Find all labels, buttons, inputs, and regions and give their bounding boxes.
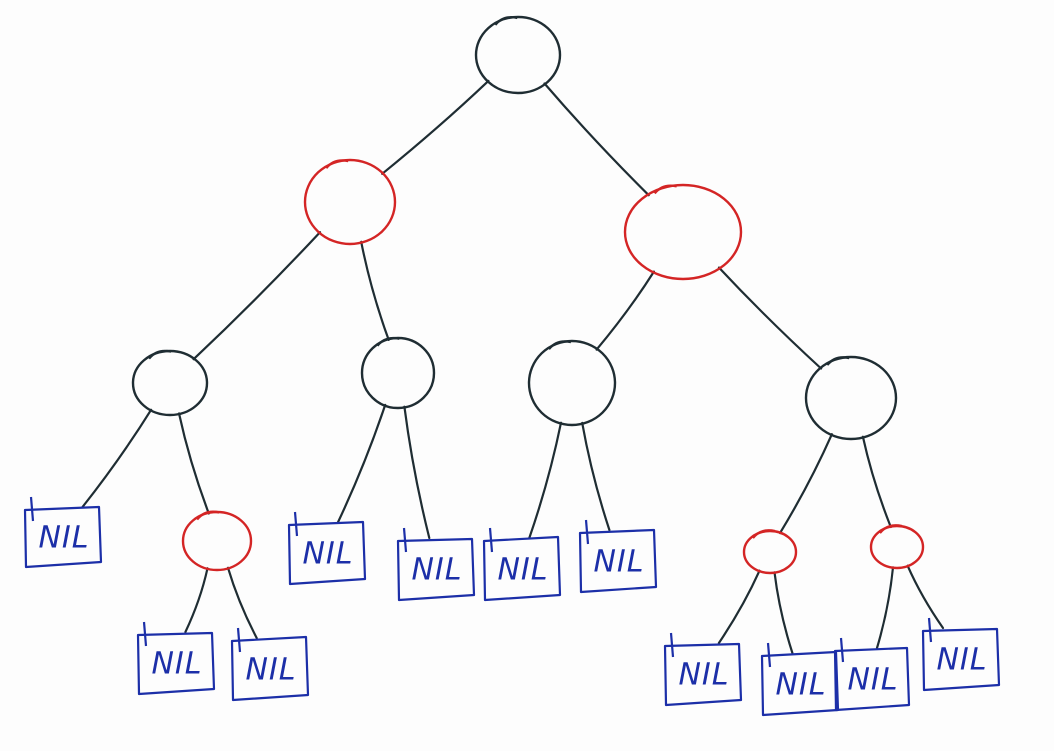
red-node-n9	[742, 529, 798, 575]
nil-label-l4: NIL	[302, 537, 353, 572]
nil-box-l4	[287, 520, 367, 586]
nil-box-stroke-l2	[142, 621, 148, 647]
edge-n6-l6	[528, 421, 563, 540]
node-stroke-overlap-n1	[494, 16, 518, 26]
nil-box-stroke-l3	[236, 627, 242, 653]
nil-box-l5	[396, 537, 476, 602]
node-stroke-overlap-n6	[548, 340, 572, 350]
nodes-layer: NIL NIL NIL NIL NIL NIL NIL NIL NIL NIL NIL	[23, 15, 1001, 717]
nil-leaf-l2: NIL	[136, 621, 216, 696]
edge-n3-n7	[717, 266, 823, 370]
nil-label-l8: NIL	[678, 658, 729, 693]
nil-box-l3	[230, 635, 310, 702]
nil-leaf-l9: NIL	[760, 642, 840, 717]
edge-n10-l10	[875, 566, 895, 650]
edge-n8-l2	[184, 567, 209, 634]
node-stroke-overlap-n3	[653, 184, 677, 195]
nil-label-l7: NIL	[593, 545, 644, 580]
nil-box-l11	[921, 627, 1001, 692]
nil-leaf-l1: NIL	[23, 496, 103, 569]
black-node-n1	[474, 15, 562, 95]
nil-box-l1	[23, 505, 103, 569]
black-node-n4	[131, 349, 209, 417]
node-stroke-overlap-n7	[826, 356, 850, 366]
node-stroke-overlap-n8	[196, 510, 220, 521]
edge-n5-l4	[337, 403, 387, 524]
black-node-n7	[804, 355, 898, 441]
edge-n2-n5	[360, 240, 390, 341]
nil-box-stroke-l8	[669, 632, 675, 658]
nil-box-stroke-l6	[488, 527, 494, 553]
nil-label-l10: NIL	[847, 663, 898, 698]
edge-n3-n6	[595, 270, 655, 351]
edge-n2-n4	[192, 231, 322, 361]
edge-n1-n3	[543, 82, 650, 197]
nil-leaf-l6: NIL	[482, 527, 562, 602]
nil-box-l6	[482, 535, 562, 602]
nil-label-l2: NIL	[151, 647, 202, 682]
nil-label-l5: NIL	[411, 553, 462, 588]
nil-leaf-l3: NIL	[230, 627, 310, 702]
nil-leaf-l5: NIL	[396, 527, 476, 602]
nil-box-stroke-l10	[839, 637, 845, 663]
black-node-n5	[360, 336, 436, 410]
nil-leaf-l4: NIL	[287, 511, 367, 586]
nil-leaf-l7: NIL	[578, 519, 658, 594]
nil-label-l9: NIL	[775, 668, 826, 703]
edge-n8-l3	[226, 566, 258, 640]
node-stroke-overlap-n2	[325, 159, 349, 169]
nil-leaf-l10: NIL	[833, 637, 911, 712]
nil-box-stroke-l7	[584, 519, 590, 545]
node-stroke-overlap-n5	[376, 336, 400, 347]
nil-box-l2	[136, 631, 216, 696]
red-node-n8	[181, 510, 253, 572]
nil-box-stroke-l4	[293, 511, 299, 537]
nil-box-stroke-l9	[766, 642, 772, 668]
edge-n10-l11	[906, 564, 945, 630]
edge-n7-n9	[778, 433, 833, 535]
red-node-n2	[303, 158, 397, 246]
edges-layer	[81, 79, 945, 655]
edge-n4-n8	[177, 412, 210, 515]
edge-n6-l7	[581, 421, 611, 532]
red-node-n10	[869, 524, 925, 570]
nil-box-stroke-l5	[402, 527, 408, 553]
edge-n7-n10	[861, 435, 892, 529]
nil-label-l3: NIL	[245, 653, 296, 688]
nil-label-l11: NIL	[936, 643, 987, 678]
edge-n5-l5	[403, 405, 431, 540]
node-stroke-overlap-n9	[751, 529, 776, 539]
node-stroke-overlap-n4	[148, 349, 172, 360]
black-node-n6	[527, 339, 617, 427]
edge-n9-l9	[773, 571, 794, 655]
node-stroke-overlap-n10	[878, 524, 903, 534]
edge-n9-l8	[717, 569, 761, 645]
nil-box-stroke-l1	[29, 496, 35, 522]
nil-box-stroke-l11	[927, 617, 933, 643]
nil-leaf-l8: NIL	[663, 632, 743, 707]
edge-n1-n2	[381, 79, 490, 175]
nil-box-l10	[833, 646, 911, 712]
nil-label-l1: NIL	[38, 521, 89, 556]
nil-leaf-l11: NIL	[921, 617, 1001, 692]
edge-n4-l1	[81, 408, 153, 509]
red-node-n3	[623, 183, 743, 281]
nil-box-l7	[578, 528, 658, 594]
nil-label-l6: NIL	[497, 553, 548, 588]
nil-box-l8	[663, 642, 743, 707]
